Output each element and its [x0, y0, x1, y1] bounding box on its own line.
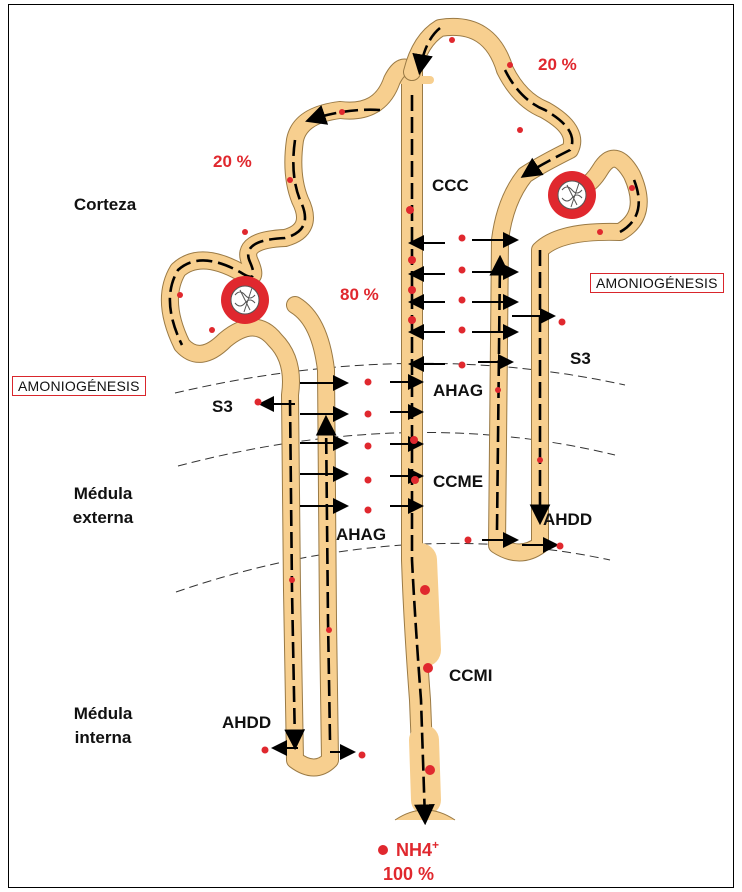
nh4-text: NH4: [396, 840, 432, 860]
label-s3-left: S3: [212, 397, 233, 417]
amoniogenesis-right-box: AMONIOGÉNESIS: [590, 273, 724, 293]
amoniogenesis-left-box: AMONIOGÉNESIS: [12, 376, 146, 396]
zone-corteza: Corteza: [60, 193, 150, 217]
label-20-left: 20 %: [213, 152, 252, 172]
label-ahag-right: AHAG: [433, 381, 483, 401]
label-80: 80 %: [340, 285, 379, 305]
zone-medula-externa-line1: Médula: [58, 482, 148, 506]
zone-medula-externa-line2: externa: [58, 506, 148, 530]
label-ccc: CCC: [432, 176, 469, 196]
outer-stripe-boundary: [178, 432, 615, 466]
label-20-right: 20 %: [538, 55, 577, 75]
zone-medula-interna-line1: Médula: [58, 702, 148, 726]
label-ccmi: CCMI: [449, 666, 492, 686]
nh4-legend-dot: [378, 845, 388, 855]
zone-corteza-label: Corteza: [74, 195, 136, 214]
zone-medula-interna: Médula interna: [58, 702, 148, 750]
label-s3-right: S3: [570, 349, 591, 369]
left-nephron: [170, 68, 412, 768]
nh4-superscript: +: [432, 838, 439, 852]
cortex-medulla-boundary: [175, 363, 625, 393]
label-ahag-left: AHAG: [336, 525, 386, 545]
right-glomerulus: [548, 171, 596, 219]
label-100: 100 %: [383, 864, 434, 885]
label-ahdd-left: AHDD: [222, 713, 271, 733]
zone-medula-externa: Médula externa: [58, 482, 148, 530]
label-ccme: CCME: [433, 472, 483, 492]
zone-medula-interna-line2: interna: [58, 726, 148, 750]
label-nh4: NH4+: [396, 838, 439, 861]
left-glomerulus: [221, 276, 269, 324]
label-ahdd-right: AHDD: [543, 510, 592, 530]
